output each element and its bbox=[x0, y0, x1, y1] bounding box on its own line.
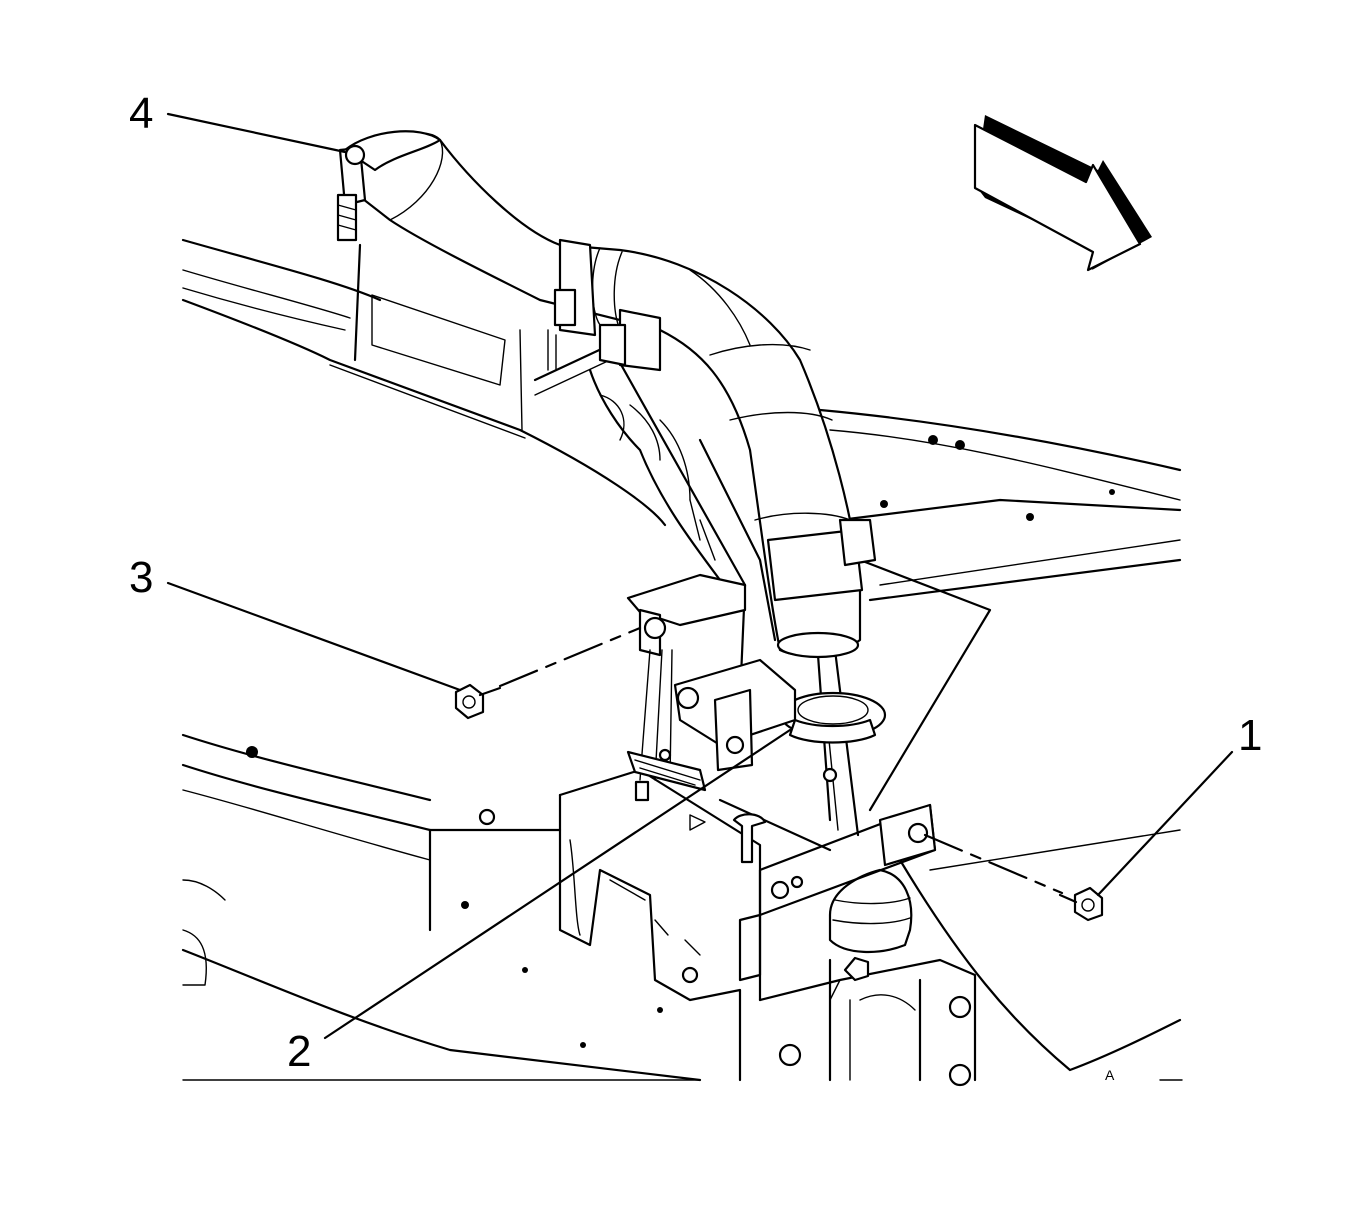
small-mark-a: A bbox=[1105, 1067, 1115, 1083]
center-bracket bbox=[558, 768, 832, 1082]
fitting-cluster bbox=[626, 573, 797, 802]
bolt-3 bbox=[454, 683, 502, 720]
callout-2: 2 bbox=[287, 1027, 312, 1076]
forward-arrow-icon bbox=[973, 115, 1152, 272]
bolt-1 bbox=[1058, 886, 1104, 922]
callout-4: 4 bbox=[129, 89, 154, 138]
callout-1: 1 bbox=[1238, 711, 1263, 760]
lower-frame-rail bbox=[181, 733, 702, 1082]
bolt-holder-right bbox=[878, 803, 937, 867]
hose-clamp-center bbox=[779, 691, 887, 744]
right-fender-panel bbox=[818, 408, 1182, 1072]
callout-3: 3 bbox=[129, 553, 154, 602]
upper-support-panel bbox=[181, 238, 667, 527]
leader-lines bbox=[166, 112, 1234, 1040]
radiator-hose bbox=[336, 130, 877, 659]
lower-right-bracket bbox=[738, 803, 977, 1087]
